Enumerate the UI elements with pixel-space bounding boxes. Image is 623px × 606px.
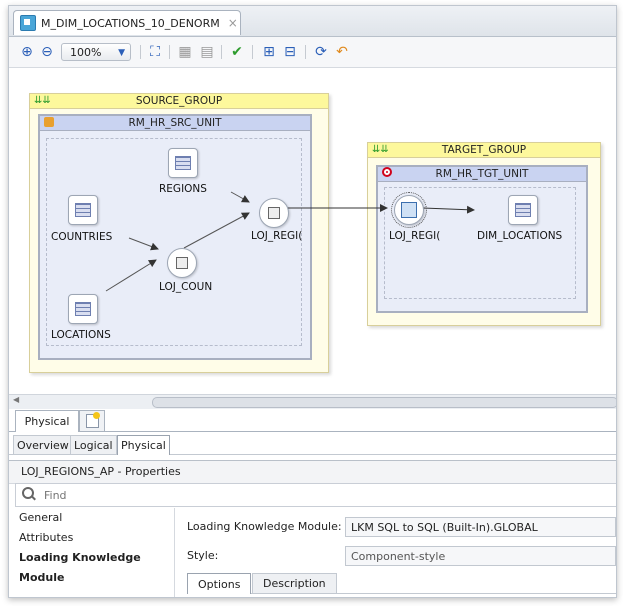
collapse-icon[interactable]: ⊟ xyxy=(284,44,296,60)
group-icon: ⇊⇊ xyxy=(372,144,389,155)
tab-options-label: Options xyxy=(198,577,241,591)
regions-label: REGIONS xyxy=(159,183,207,195)
expand-icon[interactable]: ⊞ xyxy=(263,44,275,60)
target-group-header: ⇊⇊ TARGET_GROUP xyxy=(368,143,600,158)
target-marker-icon xyxy=(382,167,392,177)
properties-search[interactable] xyxy=(15,483,616,507)
regions-datastore-icon[interactable] xyxy=(168,148,198,178)
style-label: Style: xyxy=(187,549,219,562)
tab-physical-label: Physical xyxy=(121,439,166,452)
loj-regi-label: LOJ_REGI( xyxy=(251,230,303,242)
target-group-title: TARGET_GROUP xyxy=(441,144,527,156)
dim-locations-datastore-icon[interactable] xyxy=(508,195,538,225)
loj-regions-ap-node[interactable] xyxy=(391,192,427,228)
countries-label: COUNTRIES xyxy=(51,231,113,243)
zoom-out-icon[interactable]: ⊖ xyxy=(41,44,53,60)
properties-header: LOJ_REGIONS_AP - Properties xyxy=(9,460,616,484)
lkm-label: Loading Knowledge Module: xyxy=(187,520,342,533)
source-unit-area xyxy=(46,138,302,346)
editor-tab-bar: M_DIM_LOCATIONS_10_DENORM × xyxy=(9,6,616,37)
diagram-toolbar: ⊕ ⊖ 100% ▼ ⛶ ▦ ▤ ✔ ⊞ ⊟ ⟳ ↶ xyxy=(9,37,616,68)
tab-overview-label: Overview xyxy=(17,438,69,452)
zoom-in-icon[interactable]: ⊕ xyxy=(21,44,33,60)
properties-content: Loading Knowledge Module: LKM SQL to SQL… xyxy=(175,508,616,597)
nav-item-attributes[interactable]: Attributes xyxy=(19,531,74,544)
layout-icon[interactable]: ▦ xyxy=(178,44,192,60)
tab-physical-diagram[interactable]: Physical xyxy=(15,410,79,432)
add-physical-design-button[interactable] xyxy=(79,410,105,431)
validate-check-icon[interactable]: ✔ xyxy=(231,44,243,60)
target-unit-title: RM_HR_TGT_UNIT xyxy=(435,168,529,180)
close-icon[interactable]: × xyxy=(227,16,238,30)
search-icon-handle xyxy=(31,495,36,501)
source-unit-title: RM_HR_SRC_UNIT xyxy=(128,117,222,129)
view-tabs: Overview Logical Physical xyxy=(9,434,616,455)
group-icon: ⇊⇊ xyxy=(34,95,51,106)
diagram-tab-strip: Physical xyxy=(9,409,616,432)
loj-coun-join-icon[interactable] xyxy=(167,248,197,278)
tab-logical-label: Logical xyxy=(74,438,113,452)
properties-title: LOJ_REGIONS_AP - Properties xyxy=(21,465,181,478)
properties-nav: General Attributes Loading Knowledge Mod… xyxy=(9,508,175,597)
tab-options[interactable]: Options xyxy=(187,573,252,594)
zoom-select[interactable]: 100% ▼ xyxy=(61,43,131,61)
tab-logical[interactable]: Logical xyxy=(70,435,117,455)
tab-overview[interactable]: Overview xyxy=(13,435,73,455)
source-group[interactable]: ⇊⇊ SOURCE_GROUP RM_HR_SRC_UNIT xyxy=(29,93,329,373)
loj-regi-join-icon[interactable] xyxy=(259,198,289,228)
tab-physical-diagram-label: Physical xyxy=(24,415,70,428)
search-icon xyxy=(22,487,34,499)
zoom-value: 100% xyxy=(70,46,102,59)
align-icon[interactable]: ▤ xyxy=(200,44,214,60)
target-group[interactable]: ⇊⇊ TARGET_GROUP RM_HR_TGT_UNIT xyxy=(367,142,601,326)
nav-item-general[interactable]: General xyxy=(19,511,63,524)
editor-tab[interactable]: M_DIM_LOCATIONS_10_DENORM × xyxy=(13,10,241,35)
tab-description-label: Description xyxy=(263,577,326,590)
connector-lines xyxy=(105,191,475,292)
scrollbar-thumb[interactable] xyxy=(152,397,616,408)
loj-regions-ap-label: LOJ_REGI( xyxy=(389,230,441,242)
countries-datastore-icon[interactable] xyxy=(68,195,98,225)
source-unit-icon xyxy=(44,117,54,127)
nav-item-loading-knowledge-module[interactable]: Loading Knowledge Module xyxy=(19,551,141,584)
editor-tab-title: M_DIM_LOCATIONS_10_DENORM xyxy=(41,16,220,30)
target-unit-area xyxy=(384,187,576,299)
horizontal-scrollbar[interactable]: ◀ xyxy=(9,394,616,409)
target-unit[interactable]: RM_HR_TGT_UNIT xyxy=(376,165,588,313)
tab-description[interactable]: Description xyxy=(252,573,337,594)
target-unit-header: RM_HR_TGT_UNIT xyxy=(378,167,586,182)
locations-datastore-icon[interactable] xyxy=(68,294,98,324)
lkm-select[interactable]: LKM SQL to SQL (Built-In).GLOBAL xyxy=(345,517,616,537)
source-unit-header: RM_HR_SRC_UNIT xyxy=(40,116,310,131)
search-input[interactable] xyxy=(42,485,606,505)
options-tab-strip: Options Description xyxy=(187,572,616,594)
locations-label: LOCATIONS xyxy=(51,329,111,341)
dim-locations-label: DIM_LOCATIONS xyxy=(477,230,563,242)
undo-icon[interactable]: ↶ xyxy=(336,44,348,60)
source-group-header: ⇊⇊ SOURCE_GROUP xyxy=(30,94,328,109)
refresh-icon[interactable]: ⟳ xyxy=(315,44,327,60)
style-select[interactable]: Component-style xyxy=(345,546,616,566)
mapping-editor-window: M_DIM_LOCATIONS_10_DENORM × ⊕ ⊖ 100% ▼ ⛶… xyxy=(8,5,617,598)
mapping-icon xyxy=(20,15,36,31)
mapping-canvas[interactable]: ⇊⇊ SOURCE_GROUP RM_HR_SRC_UNIT ⇊⇊ TARGET… xyxy=(9,68,616,393)
fit-to-window-icon[interactable]: ⛶ xyxy=(150,44,160,60)
chevron-down-icon: ▼ xyxy=(118,48,125,58)
source-group-title: SOURCE_GROUP xyxy=(135,95,223,107)
loj-coun-label: LOJ_COUN xyxy=(159,281,213,293)
tab-physical[interactable]: Physical xyxy=(117,435,170,455)
scroll-left-icon[interactable]: ◀ xyxy=(13,395,20,404)
